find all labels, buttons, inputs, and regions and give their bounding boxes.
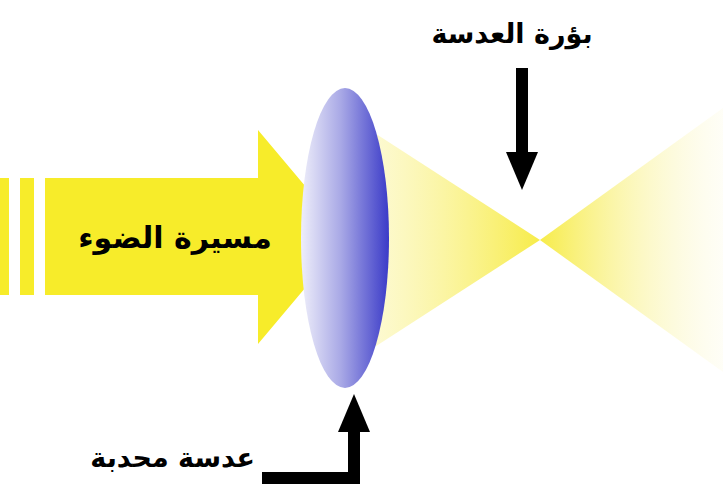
- light-arrow: مسيرة الضوء: [0, 125, 352, 351]
- arrow-label: مسيرة الضوء: [78, 220, 271, 255]
- focus-label: بؤرة العدسة: [431, 18, 592, 49]
- lens-label: عدسة محدبة: [90, 442, 255, 473]
